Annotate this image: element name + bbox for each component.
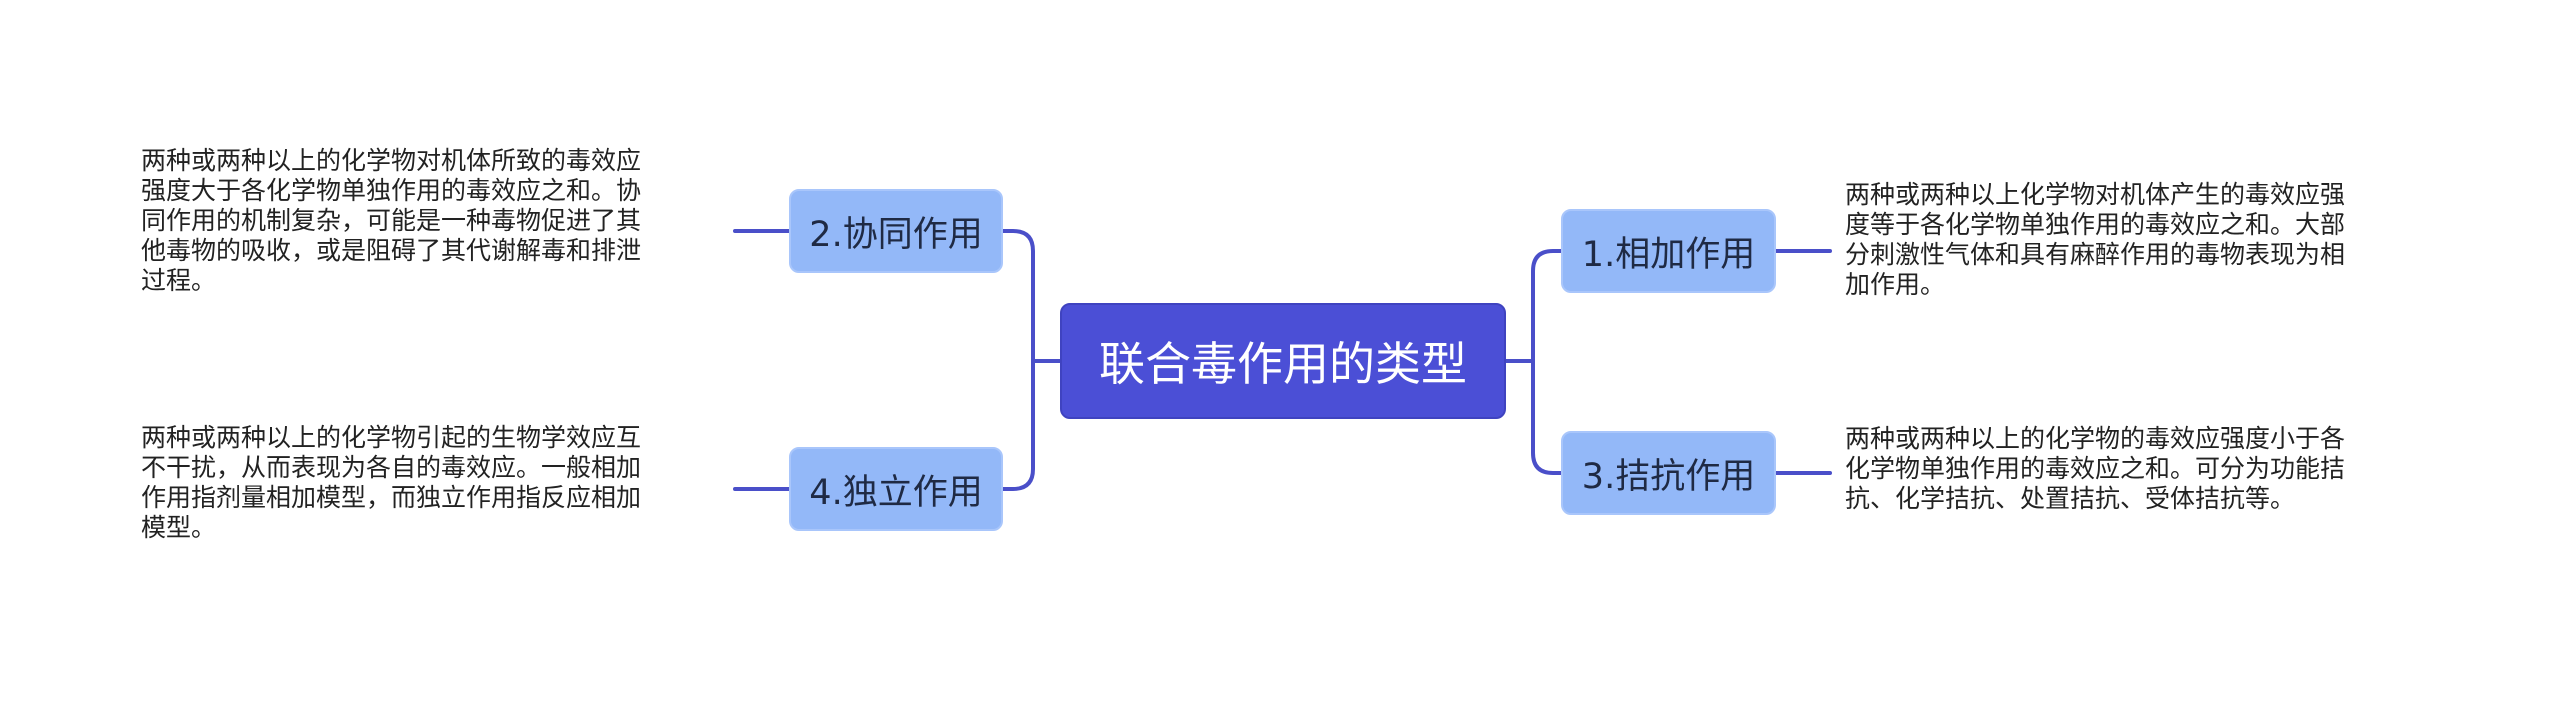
branch-node-label: 3.拮抗作用 xyxy=(1581,456,1756,497)
description-line: 作用指剂量相加模型，而独立作用指反应相加 xyxy=(141,483,642,512)
description-line: 过程。 xyxy=(141,266,217,295)
branch-node-label: 2.协同作用 xyxy=(809,214,983,255)
description-antagonism: 两种或两种以上的化学物的毒效应强度小于各 化学物单独作用的毒效应之和。可分为功能… xyxy=(1845,424,2345,514)
description-line: 度等于各化学物单独作用的毒效应之和。大部 xyxy=(1845,210,2346,239)
description-line: 两种或两种以上的化学物引起的生物学效应互 xyxy=(141,423,642,452)
description-line: 强度大于各化学物单独作用的毒效应之和。协 xyxy=(141,176,642,205)
description-line: 抗、化学拮抗、处置拮抗、受体拮抗等。 xyxy=(1845,484,2296,513)
connector-root-to-b2 xyxy=(1001,229,1035,363)
root-node[interactable]: 联合毒作用的类型 xyxy=(1060,303,1506,419)
branch-node-label: 1.相加作用 xyxy=(1581,234,1756,275)
branch-node-label: 4.独立作用 xyxy=(809,472,983,513)
description-line: 同作用的机制复杂，可能是一种毒物促进了其 xyxy=(141,206,642,235)
description-line: 他毒物的吸收，或是阻碍了其代谢解毒和排泄 xyxy=(141,236,642,265)
description-independent: 两种或两种以上的化学物引起的生物学效应互 不干扰，从而表现为各自的毒效应。一般相… xyxy=(141,423,641,543)
connector-root-to-b1 xyxy=(1531,249,1563,363)
description-line: 不干扰，从而表现为各自的毒效应。一般相加 xyxy=(141,453,642,482)
description-line: 两种或两种以上化学物对机体产生的毒效应强 xyxy=(1845,180,2346,209)
description-line: 加作用。 xyxy=(1845,270,1946,299)
connector-root-to-b4 xyxy=(1001,359,1035,491)
branch-node-synergism[interactable]: 2.协同作用 xyxy=(789,189,1003,273)
description-line: 分刺激性气体和具有麻醉作用的毒物表现为相 xyxy=(1845,240,2346,269)
branch-node-additive[interactable]: 1.相加作用 xyxy=(1561,209,1776,293)
description-line: 两种或两种以上的化学物对机体所致的毒效应 xyxy=(141,146,642,175)
description-line: 两种或两种以上的化学物的毒效应强度小于各 xyxy=(1845,424,2346,453)
description-line: 化学物单独作用的毒效应之和。可分为功能拮 xyxy=(1845,454,2346,483)
description-line: 模型。 xyxy=(141,513,217,542)
branch-node-antagonism[interactable]: 3.拮抗作用 xyxy=(1561,431,1776,515)
connector-root-to-b3 xyxy=(1531,359,1563,475)
branch-node-independent[interactable]: 4.独立作用 xyxy=(789,447,1003,531)
description-additive: 两种或两种以上化学物对机体产生的毒效应强 度等于各化学物单独作用的毒效应之和。大… xyxy=(1845,180,2345,300)
description-synergism: 两种或两种以上的化学物对机体所致的毒效应 强度大于各化学物单独作用的毒效应之和。… xyxy=(141,146,641,296)
root-node-label: 联合毒作用的类型 xyxy=(1099,337,1467,391)
